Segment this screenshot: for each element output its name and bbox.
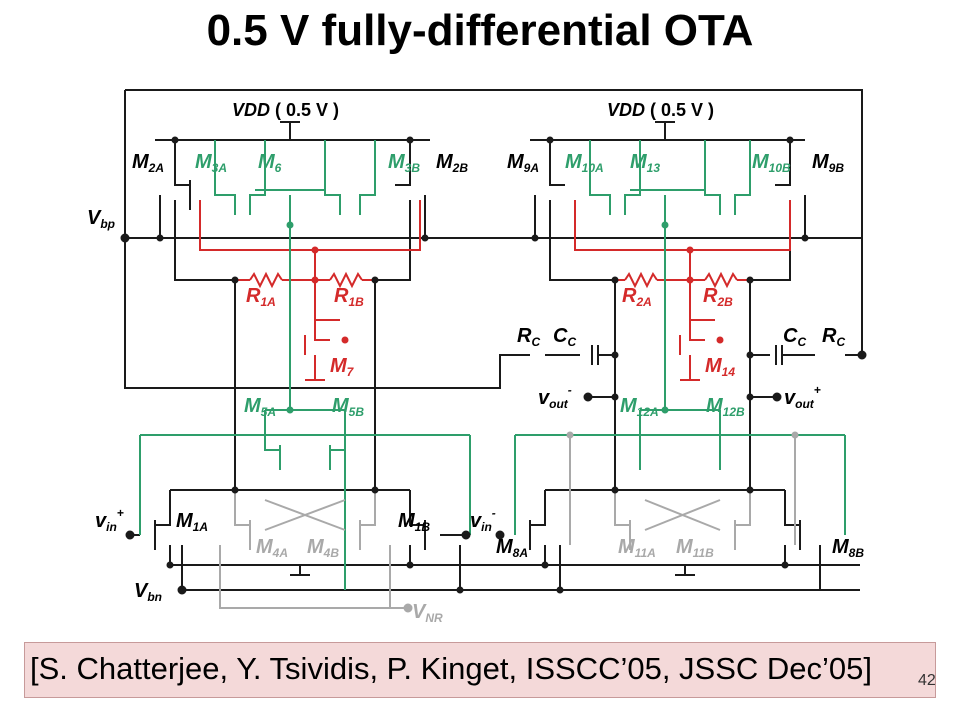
vout-minus-label: vout- [538, 383, 572, 411]
m4a-label: M4A [256, 536, 288, 560]
m9a-label: M9A [507, 151, 539, 175]
m12a-label: M12A [620, 395, 659, 419]
vbp-label: Vbp [87, 207, 115, 231]
vin-minus-label: vin- [470, 506, 496, 534]
page-number: 42 [918, 672, 936, 689]
red-cmfb-wires [199, 200, 791, 381]
node-dots [120, 136, 867, 613]
m1b-label: M1B [398, 510, 430, 534]
m3a-label: M3A [195, 151, 227, 175]
m5a-label: M5A [244, 395, 276, 419]
m11a-label: M11A [618, 536, 656, 560]
m11b-label: M11B [676, 536, 714, 560]
r2b-label: R2B [703, 285, 733, 309]
vdd-right-label: VDD ( 0.5 V ) [607, 100, 714, 120]
rc-left-label: RC [517, 325, 540, 349]
m8b-label: M8B [832, 536, 864, 560]
m10b-label: M10B [752, 151, 791, 175]
m6-label: M6 [258, 151, 282, 175]
slide-title: 0.5 V fully-differential OTA [206, 6, 754, 55]
rc-right-label: RC [822, 325, 845, 349]
r2a-label: R2A [622, 285, 652, 309]
m10a-label: M10A [565, 151, 604, 175]
m12b-label: M12B [706, 395, 745, 419]
r1a-label: R1A [246, 285, 276, 309]
schematic-labels: VDD ( 0.5 V ) VDD ( 0.5 V ) Vbp Vbn VNR … [87, 100, 864, 625]
r1b-label: R1B [334, 285, 364, 309]
m1a-label: M1A [176, 510, 208, 534]
m13-label: M13 [630, 151, 660, 175]
circuit-schematic: VDD ( 0.5 V ) VDD ( 0.5 V ) Vbp Vbn VNR … [87, 89, 867, 625]
citation-box [24, 642, 936, 698]
vin-plus-label: vin+ [95, 506, 124, 534]
black-wires [124, 89, 863, 591]
m2b-label: M2B [436, 151, 468, 175]
gray-cross-coupled-wires [219, 435, 796, 609]
m5b-label: M5B [332, 395, 364, 419]
m8a-label: M8A [496, 536, 528, 560]
vout-plus-label: vout+ [784, 383, 821, 411]
citation-text: [S. Chatterjee, Y. Tsividis, P. Kinget, … [30, 651, 873, 686]
vnr-label: VNR [412, 601, 443, 625]
cc-right-label: CC [783, 325, 806, 349]
m7-label: M7 [330, 355, 355, 379]
m14-label: M14 [705, 355, 735, 379]
m2a-label: M2A [132, 151, 164, 175]
m9b-label: M9B [812, 151, 844, 175]
m4b-label: M4B [307, 536, 339, 560]
cc-left-label: CC [553, 325, 576, 349]
green-bias-wires [139, 140, 846, 590]
m3b-label: M3B [388, 151, 420, 175]
vdd-left-label: VDD ( 0.5 V ) [232, 100, 339, 120]
vbn-label: Vbn [134, 580, 162, 604]
